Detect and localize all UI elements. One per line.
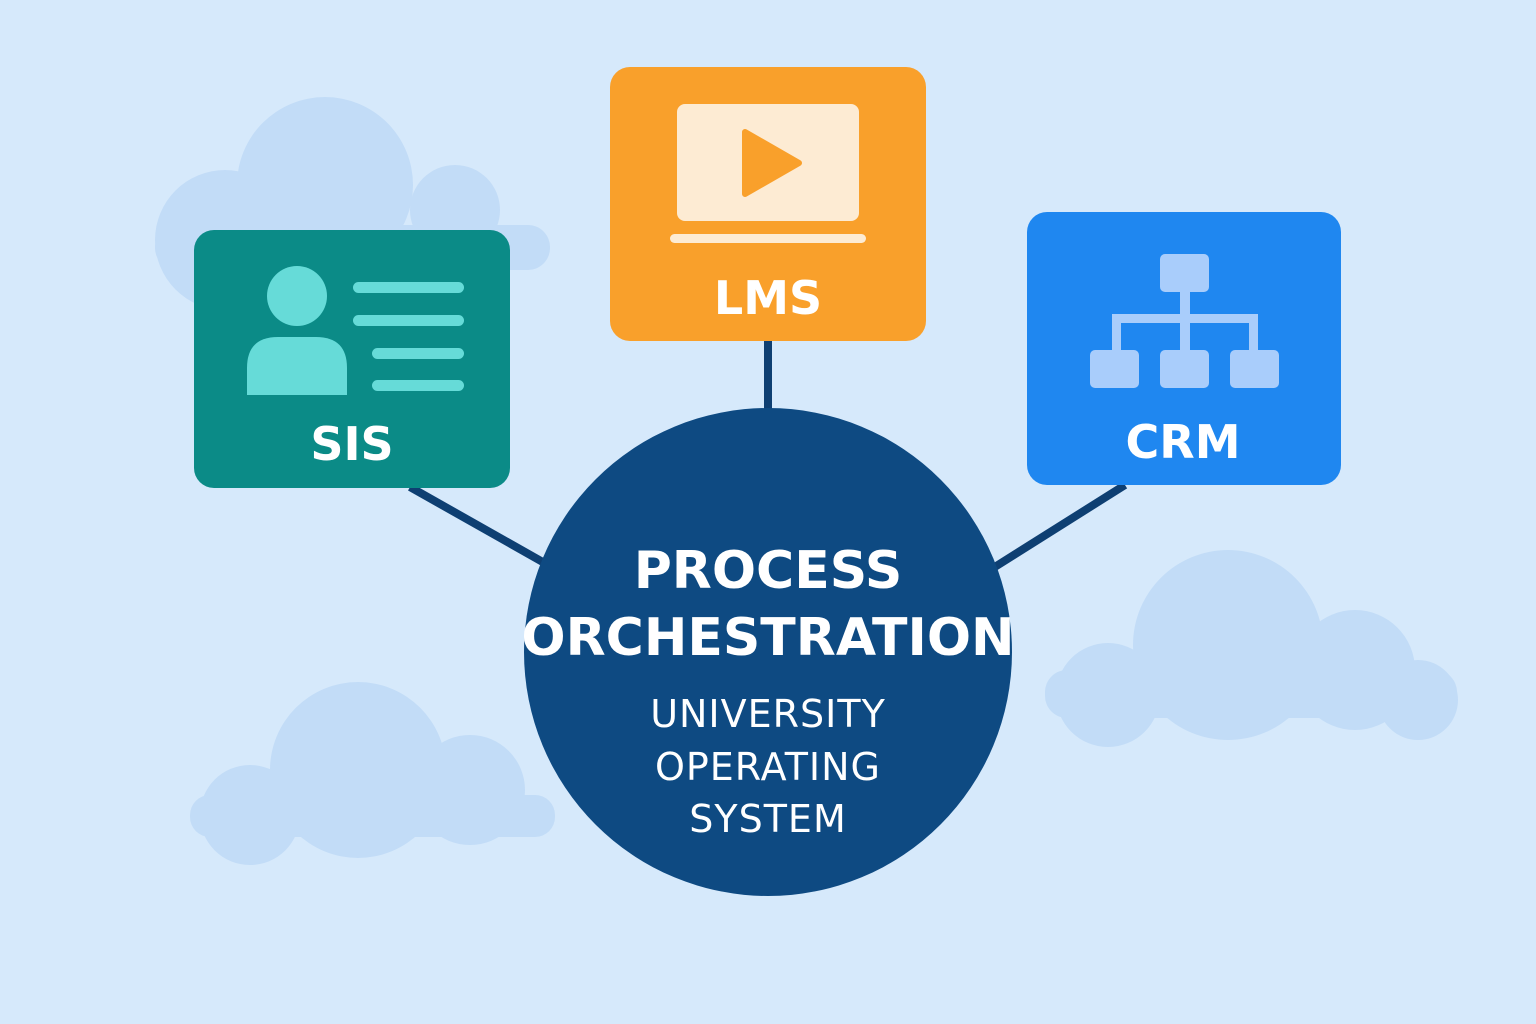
connector-sis — [408, 483, 550, 569]
hub-process-orchestration[interactable]: PROCESS ORCHESTRATION UNIVERSITY OPERATI… — [521, 408, 1015, 896]
hub-subtitle-line-1: UNIVERSITY — [650, 692, 886, 736]
video-player-icon — [670, 104, 866, 243]
sis-label: SIS — [310, 417, 393, 471]
node-crm[interactable]: CRM — [1027, 212, 1341, 485]
cloud-right — [1045, 550, 1458, 747]
lms-label: LMS — [714, 271, 822, 325]
node-sis[interactable]: SIS — [194, 230, 510, 488]
student-id-card-icon — [247, 266, 464, 395]
org-hierarchy-icon — [1090, 254, 1279, 388]
cloud-bottom-left — [190, 682, 555, 865]
hub-subtitle-line-2: OPERATING — [655, 745, 881, 789]
hub-title-line-2: ORCHESTRATION — [521, 608, 1014, 668]
hub-circle — [524, 408, 1012, 896]
crm-label: CRM — [1126, 415, 1241, 469]
hub-title-line-1: PROCESS — [634, 541, 903, 601]
play-icon — [742, 129, 802, 197]
hub-subtitle-line-3: SYSTEM — [689, 797, 846, 841]
connector-crm — [987, 481, 1128, 574]
node-lms[interactable]: LMS — [610, 67, 926, 341]
